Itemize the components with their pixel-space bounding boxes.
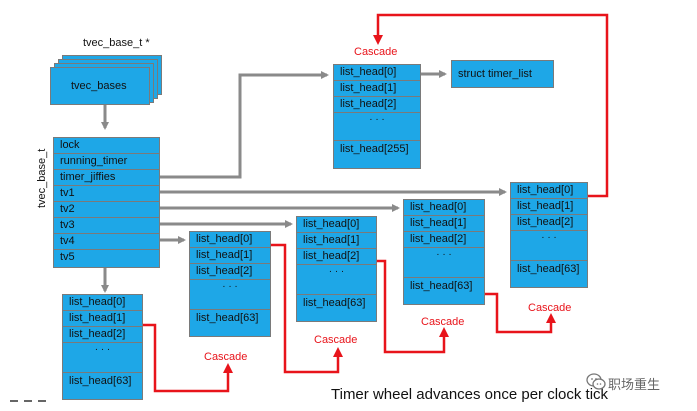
- field-lock: lock: [54, 138, 159, 154]
- tv3-list-head-2: list_head[2]: [404, 232, 484, 248]
- tv5-list-head-1: list_head[1]: [190, 248, 270, 264]
- cascade-label-tv5: Cascade: [204, 351, 248, 363]
- tv5-list-array: list_head[0] list_head[1] list_head[2] ·…: [189, 231, 271, 337]
- struct-side-label: tvec_base_t: [36, 148, 48, 208]
- field-timer-jiffies: timer_jiffies: [54, 170, 159, 186]
- tvec-bases-label: tvec_bases: [71, 80, 127, 92]
- base-pointer-label: tvec_base_t *: [83, 37, 150, 49]
- tv2-list-ellipsis: · · ·: [511, 231, 587, 261]
- tv4-list-head-0: list_head[0]: [297, 217, 376, 233]
- tv3-list-ellipsis: · · ·: [404, 248, 484, 278]
- watermark-text: 职场重生: [608, 377, 661, 392]
- arrow-tv1-to-tv1-lists: [160, 71, 329, 179]
- cascade-label-tv2: Cascade: [528, 302, 572, 314]
- tv5-list-head-2: list_head[2]: [190, 264, 270, 280]
- timer-list-label: struct timer_list: [458, 68, 532, 80]
- tv1-list-head-255: list_head[255]: [340, 143, 409, 155]
- field-running-timer: running_timer: [54, 154, 159, 170]
- tv2-list-head-2: list_head[2]: [511, 215, 587, 231]
- bottom-list-array: list_head[0] list_head[1] list_head[2] ·…: [62, 294, 143, 400]
- tv3-list-head-63: list_head[63]: [410, 280, 473, 292]
- cascade-arrow-2: [271, 243, 343, 374]
- tv1-list-head-1: list_head[1]: [334, 81, 420, 97]
- bottom-list-ellipsis: · · ·: [63, 343, 142, 373]
- tv2-list-head-63: list_head[63]: [517, 263, 580, 275]
- bottom-list-head-63: list_head[63]: [69, 375, 132, 387]
- tv5-list-head-0: list_head[0]: [190, 232, 270, 248]
- tvec-base-struct: lock running_timer timer_jiffies tv1 tv2…: [53, 137, 160, 268]
- tv5-list-head-63: list_head[63]: [196, 312, 259, 324]
- tv4-list-head-2: list_head[2]: [297, 249, 376, 265]
- tv3-list-head-0: list_head[0]: [404, 200, 484, 216]
- field-tv5: tv5: [60, 251, 75, 263]
- tv4-list-head-1: list_head[1]: [297, 233, 376, 249]
- tv2-list-array: list_head[0] list_head[1] list_head[2] ·…: [510, 182, 588, 288]
- tv4-list-array: list_head[0] list_head[1] list_head[2] ·…: [296, 216, 377, 322]
- field-tv1: tv1: [54, 186, 159, 202]
- cascade-arrows: [143, 13, 609, 393]
- tv5-list-ellipsis: · · ·: [190, 280, 270, 310]
- tv2-list-head-1: list_head[1]: [511, 199, 587, 215]
- tv2-list-head-0: list_head[0]: [511, 183, 587, 199]
- tv1-list-head-0: list_head[0]: [334, 65, 420, 81]
- cascade-label-tv3: Cascade: [421, 316, 465, 328]
- bottom-list-head-1: list_head[1]: [63, 311, 142, 327]
- field-tv4: tv4: [54, 234, 159, 250]
- tv4-list-ellipsis: · · ·: [297, 265, 376, 295]
- field-tv3: tv3: [54, 218, 159, 234]
- tv4-list-head-63: list_head[63]: [303, 297, 366, 309]
- diagram-caption: Timer wheel advances once per clock tick: [331, 386, 609, 403]
- tv1-list-array: list_head[0] list_head[1] list_head[2] ·…: [333, 64, 421, 169]
- timer-list-box: struct timer_list: [451, 60, 554, 88]
- bottom-list-head-2: list_head[2]: [63, 327, 142, 343]
- tv3-list-head-1: list_head[1]: [404, 216, 484, 232]
- tv1-list-ellipsis: · · ·: [334, 113, 420, 141]
- cascade-arrow-5: [373, 13, 609, 198]
- cascade-arrow-1: [143, 323, 233, 393]
- cascade-arrow-4: [485, 292, 556, 334]
- tv1-list-head-2: list_head[2]: [334, 97, 420, 113]
- bottom-list-head-0: list_head[0]: [63, 295, 142, 311]
- wechat-logo-icon: [586, 372, 606, 392]
- cascade-label-tv1: Cascade: [354, 46, 398, 58]
- tvec-bases-box: tvec_bases: [50, 67, 150, 105]
- gray-arrows: [101, 70, 507, 293]
- tv3-list-array: list_head[0] list_head[1] list_head[2] ·…: [403, 199, 485, 305]
- field-tv2: tv2: [54, 202, 159, 218]
- cascade-label-tv4: Cascade: [314, 334, 358, 346]
- cascade-arrow-3: [377, 259, 449, 354]
